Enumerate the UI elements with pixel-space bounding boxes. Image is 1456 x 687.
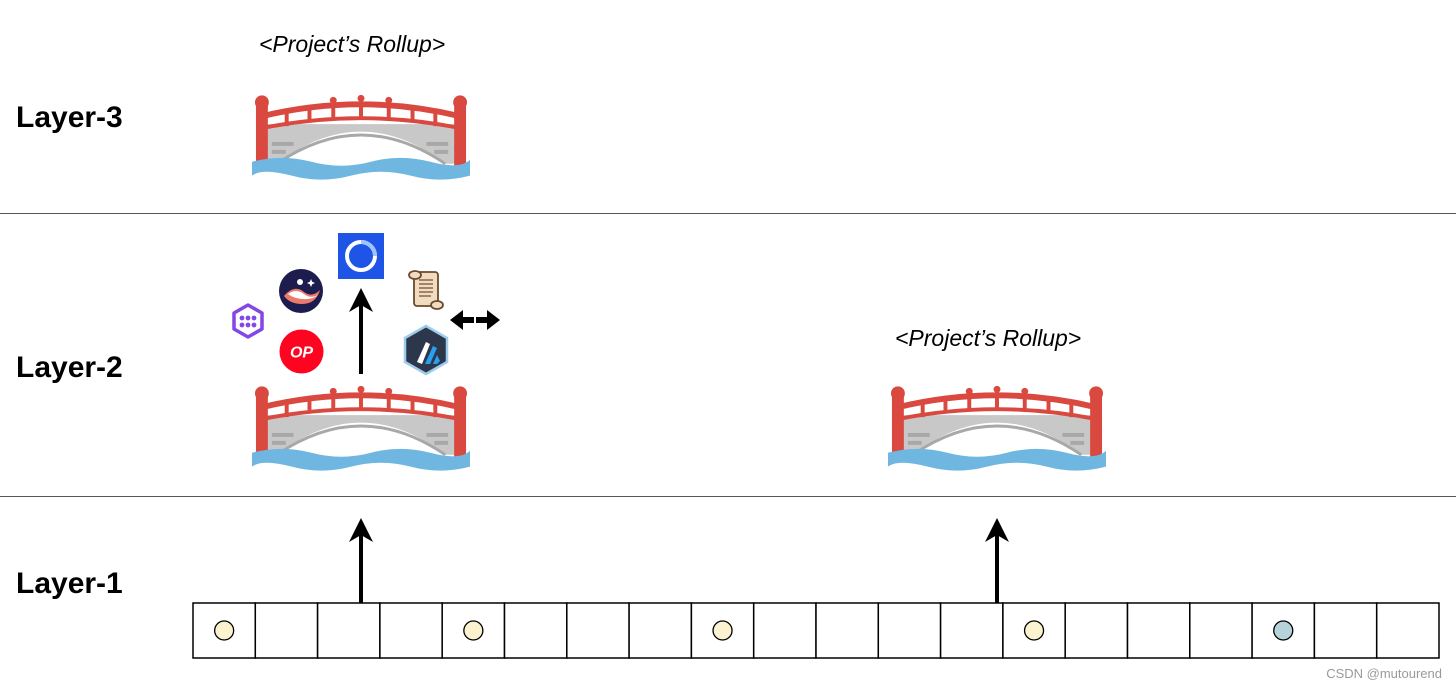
layer-2-label: Layer-2	[16, 351, 123, 384]
scroll-icon	[408, 270, 444, 310]
block	[316, 602, 381, 659]
block-marker	[1273, 620, 1294, 641]
block-marker	[463, 620, 484, 641]
block	[628, 602, 693, 659]
optimism-logo-text: OP	[290, 345, 313, 362]
block	[254, 602, 319, 659]
base-icon	[338, 233, 384, 279]
block	[1064, 602, 1129, 659]
block-marker	[214, 620, 235, 641]
layer-1-label: Layer-1	[16, 567, 123, 600]
layer1-right-up-arrow-icon	[985, 518, 1009, 604]
layer2-up-arrow-icon	[349, 288, 373, 374]
block	[379, 602, 443, 659]
bidirectional-arrow-icon	[450, 310, 500, 330]
layer2-right-bridge-icon	[888, 385, 1106, 475]
layer-divider-2-1	[0, 496, 1456, 497]
watermark: CSDN @mutourend	[1326, 666, 1442, 681]
block	[815, 602, 880, 659]
block	[1313, 602, 1378, 659]
layer3-bridge-icon	[252, 94, 470, 184]
block	[566, 602, 630, 659]
block	[752, 602, 817, 659]
polygon-icon	[232, 303, 264, 339]
block	[939, 602, 1004, 659]
block	[877, 602, 942, 659]
layer-divider-3-2	[0, 213, 1456, 214]
layer-3-label: Layer-3	[16, 101, 123, 134]
block	[1189, 602, 1253, 659]
layer1-left-up-arrow-icon	[349, 518, 373, 604]
layer2-left-bridge-icon	[252, 385, 470, 475]
block-marker	[712, 620, 733, 641]
block	[1126, 602, 1191, 659]
blockchain	[192, 602, 1440, 659]
arbitrum-icon	[403, 324, 449, 376]
optimism-icon: OP	[279, 329, 324, 374]
block	[503, 602, 568, 659]
layer3-rollup-caption: <Project’s Rollup>	[259, 31, 446, 57]
layer2-rollup-caption: <Project’s Rollup>	[895, 325, 1082, 351]
starknet-icon	[279, 269, 323, 313]
block	[1375, 602, 1440, 659]
block-marker	[1023, 620, 1045, 641]
